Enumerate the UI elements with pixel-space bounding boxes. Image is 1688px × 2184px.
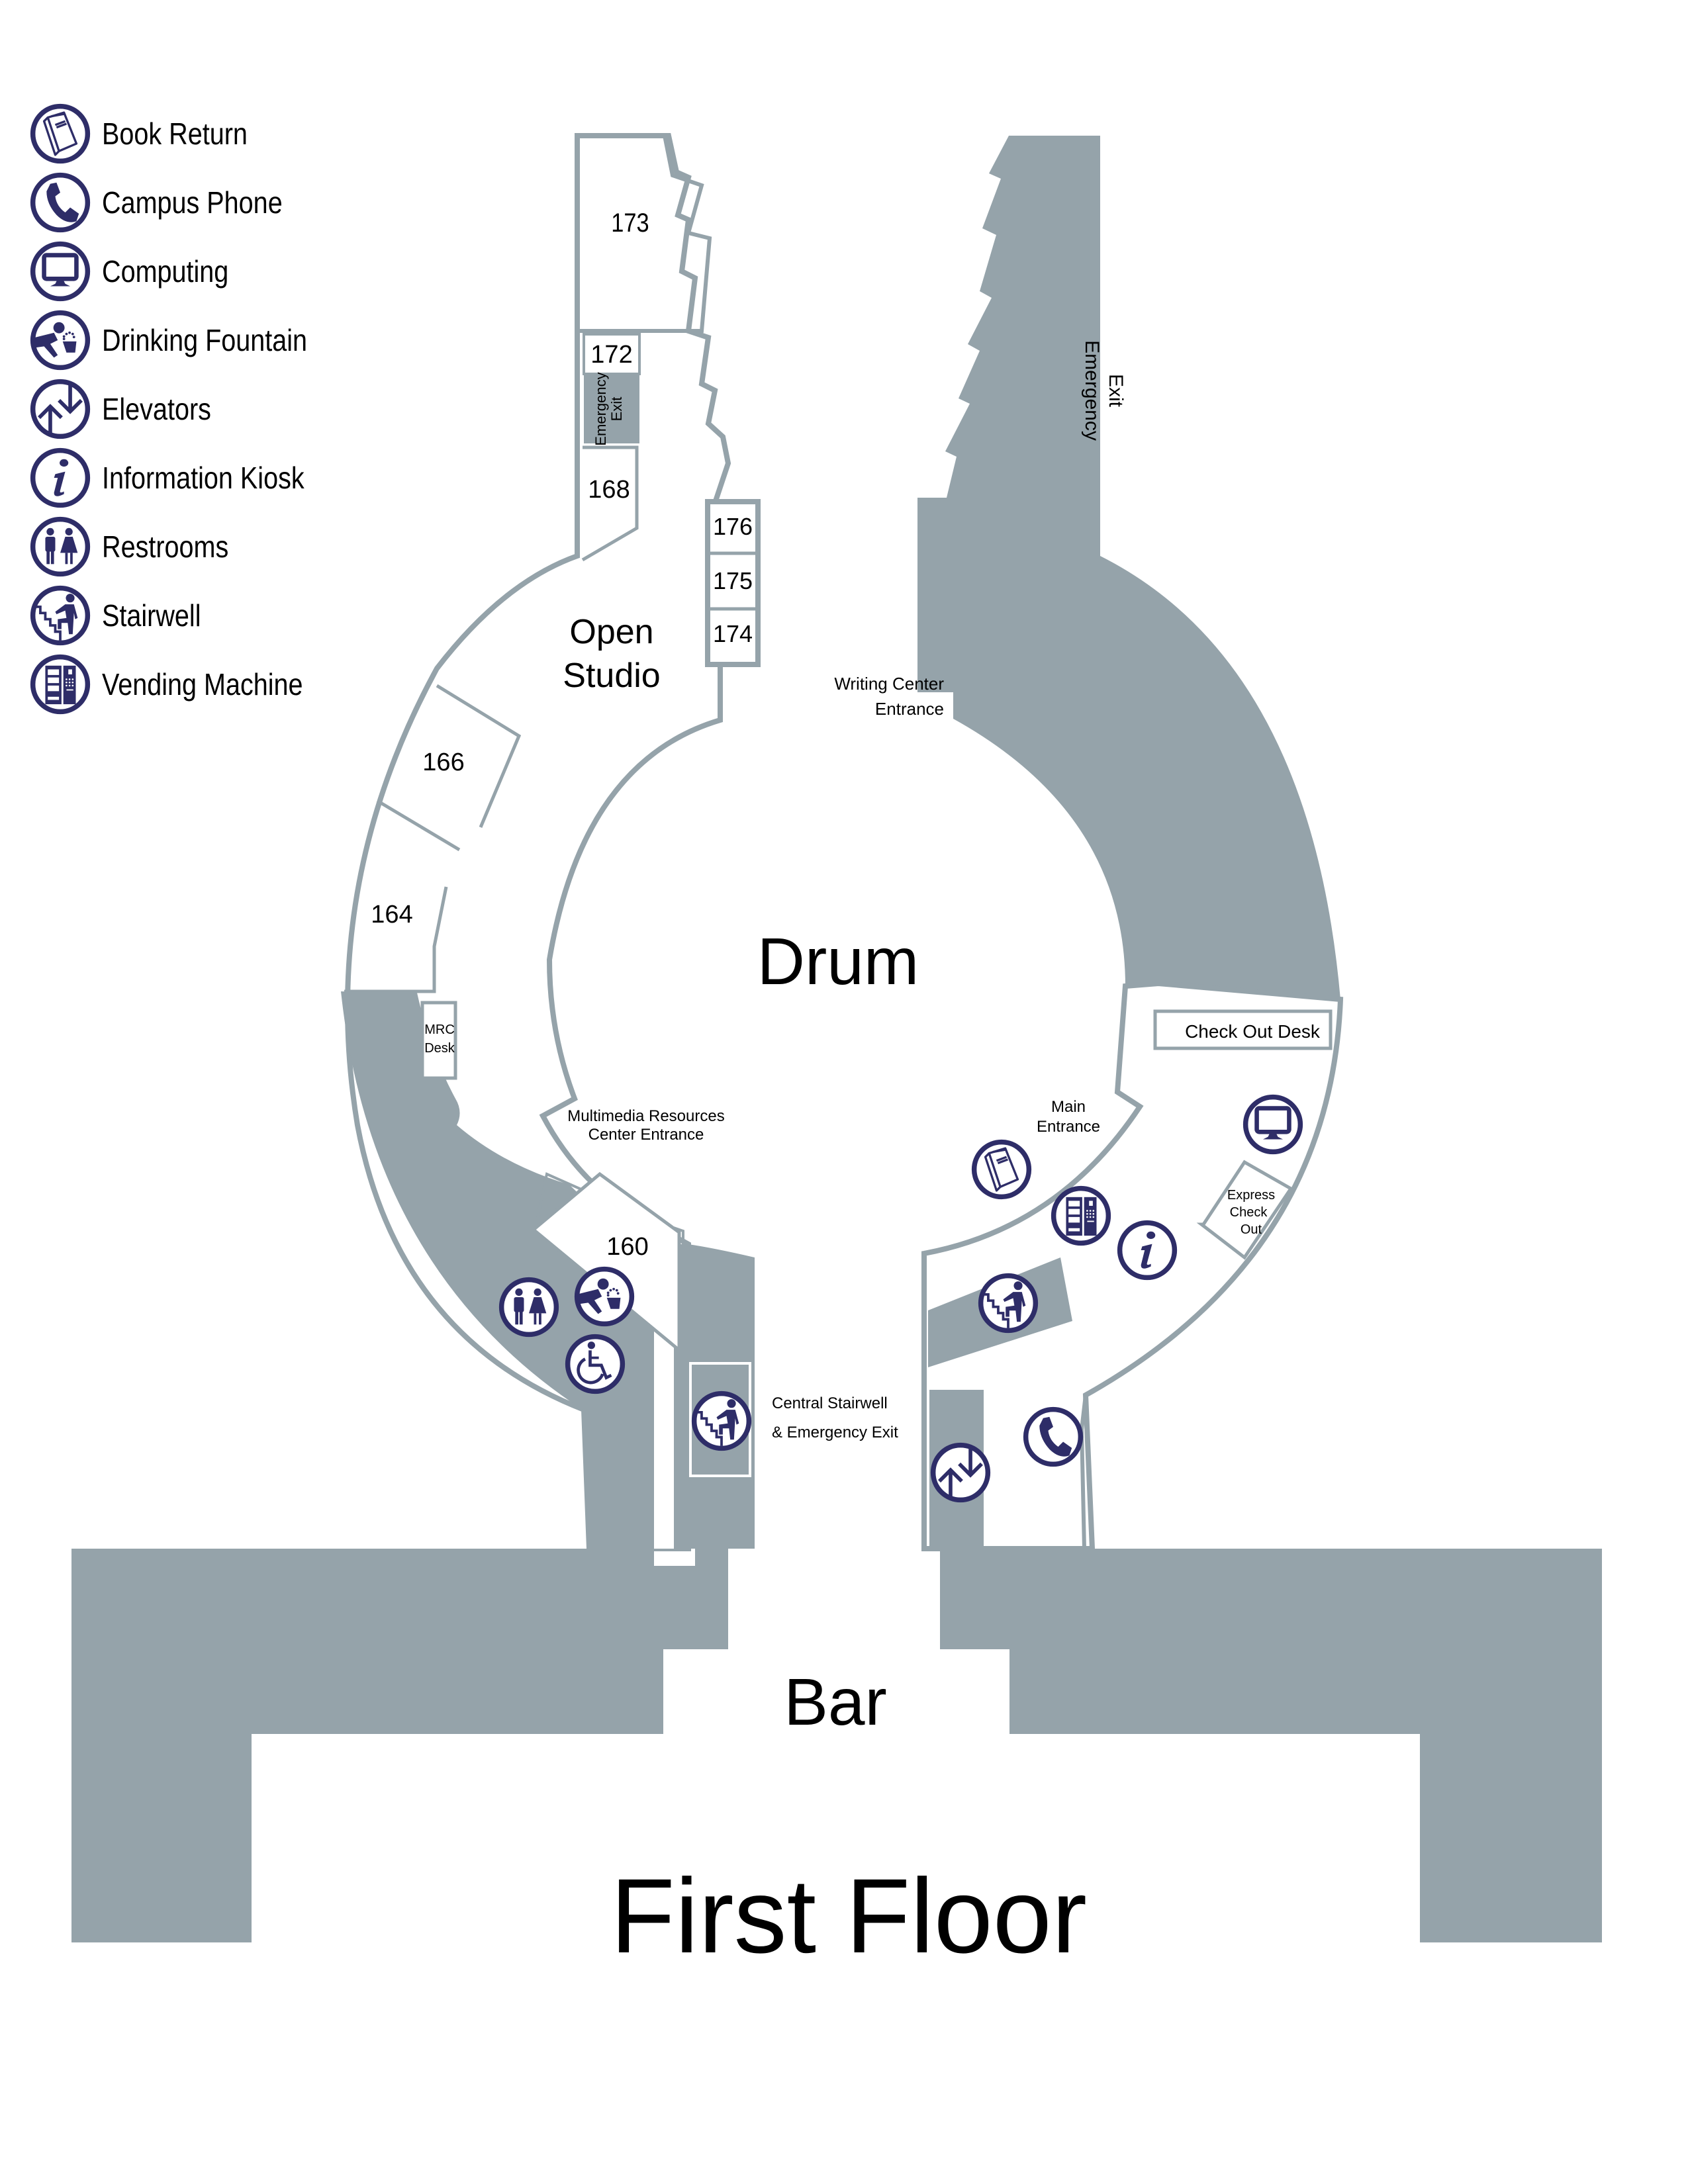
- wheelchair-accessible-icon[interactable]: [568, 1337, 623, 1392]
- west-service-wing: [341, 991, 688, 1549]
- legend-item-drinking-fountain: Drinking Fountain: [29, 306, 341, 375]
- emergency-exit-west-label: EmergencyExit: [592, 372, 625, 445]
- room-172-outline: [583, 333, 641, 375]
- book-return-icon[interactable]: [974, 1142, 1029, 1197]
- room-176-label: 176: [713, 513, 753, 540]
- restrooms-icon[interactable]: [502, 1280, 557, 1335]
- mrc-desk: [420, 1001, 457, 1080]
- east-stairwell-icon[interactable]: [981, 1276, 1036, 1331]
- east-wing-mass: [917, 136, 1340, 999]
- legend-label: Vending Machine: [102, 667, 303, 702]
- room-168-label: 168: [588, 476, 630, 504]
- legend-item-computing: Computing: [29, 237, 341, 306]
- bar-label: Bar: [784, 1665, 887, 1739]
- drinking-fountain-icon: [29, 309, 91, 371]
- room-174-label: 174: [713, 620, 753, 647]
- check-out-desk: [1153, 1009, 1333, 1050]
- campus-phone-icon: [29, 171, 91, 234]
- legend-label: Restrooms: [102, 529, 229, 564]
- west-corridor: [654, 1324, 674, 1549]
- legend-label: Information Kiosk: [102, 461, 305, 495]
- drinking-fountain-icon[interactable]: [577, 1269, 632, 1324]
- legend-label: Stairwell: [102, 598, 201, 633]
- legend-item-stairwell: Stairwell: [29, 581, 341, 650]
- room-166-outline: [376, 684, 522, 852]
- bar-wing-east: [940, 1549, 1602, 1942]
- stairwell-icon: [29, 584, 91, 647]
- room-175-label: 175: [713, 567, 753, 594]
- room-164-outline: [344, 886, 448, 993]
- elevators-icon: [29, 378, 91, 440]
- bar-connector-west: [654, 1549, 695, 1566]
- bar-wing-west: [71, 1549, 728, 1942]
- restrooms-icon: [29, 516, 91, 578]
- legend-label: Elevators: [102, 392, 211, 426]
- room-172-label: 172: [590, 341, 632, 369]
- book-return-icon: [29, 103, 91, 165]
- information-kiosk-icon: [29, 447, 91, 509]
- room-160-label: 160: [606, 1233, 648, 1261]
- map-legend: Book Return Campus Phone Computing Drink…: [29, 99, 341, 719]
- computing-icon: [29, 240, 91, 302]
- legend-item-information-kiosk: Information Kiosk: [29, 443, 341, 512]
- room-168-outline: [581, 445, 639, 562]
- express-checkout-outline: [1196, 1160, 1293, 1260]
- check-out-desk-label: Check Out Desk: [1185, 1021, 1321, 1042]
- legend-item-elevators: Elevators: [29, 375, 341, 443]
- emergency-exit-west: [584, 374, 639, 443]
- legend-item-restrooms: Restrooms: [29, 512, 341, 581]
- room-173-outline: [580, 134, 712, 333]
- legend-item-vending-machine: Vending Machine: [29, 650, 341, 719]
- floor-title: First Floor: [610, 1856, 1087, 1975]
- information-kiosk-icon[interactable]: [1120, 1223, 1175, 1278]
- room-164-label: 164: [371, 901, 412, 929]
- legend-label: Computing: [102, 254, 229, 289]
- legend-label: Book Return: [102, 116, 248, 151]
- central-stairwell-icon[interactable]: [694, 1394, 749, 1449]
- legend-item-book-return: Book Return: [29, 99, 341, 168]
- computing-icon[interactable]: [1246, 1097, 1301, 1152]
- room-166-label: 166: [422, 749, 464, 776]
- legend-item-campus-phone: Campus Phone: [29, 168, 341, 237]
- central-stairwell-label: Central Stairwell& Emergency Exit: [772, 1394, 898, 1441]
- campus-phone-icon[interactable]: [1026, 1410, 1081, 1465]
- drum-label: Drum: [757, 925, 919, 999]
- elevators-icon[interactable]: [933, 1445, 988, 1500]
- legend-label: Drinking Fountain: [102, 323, 308, 357]
- room-173-label: 173: [611, 208, 649, 238]
- vending-machine-icon[interactable]: [1054, 1189, 1109, 1244]
- room-160-outline: [531, 1171, 681, 1354]
- legend-label: Campus Phone: [102, 185, 283, 220]
- vending-machine-icon: [29, 653, 91, 715]
